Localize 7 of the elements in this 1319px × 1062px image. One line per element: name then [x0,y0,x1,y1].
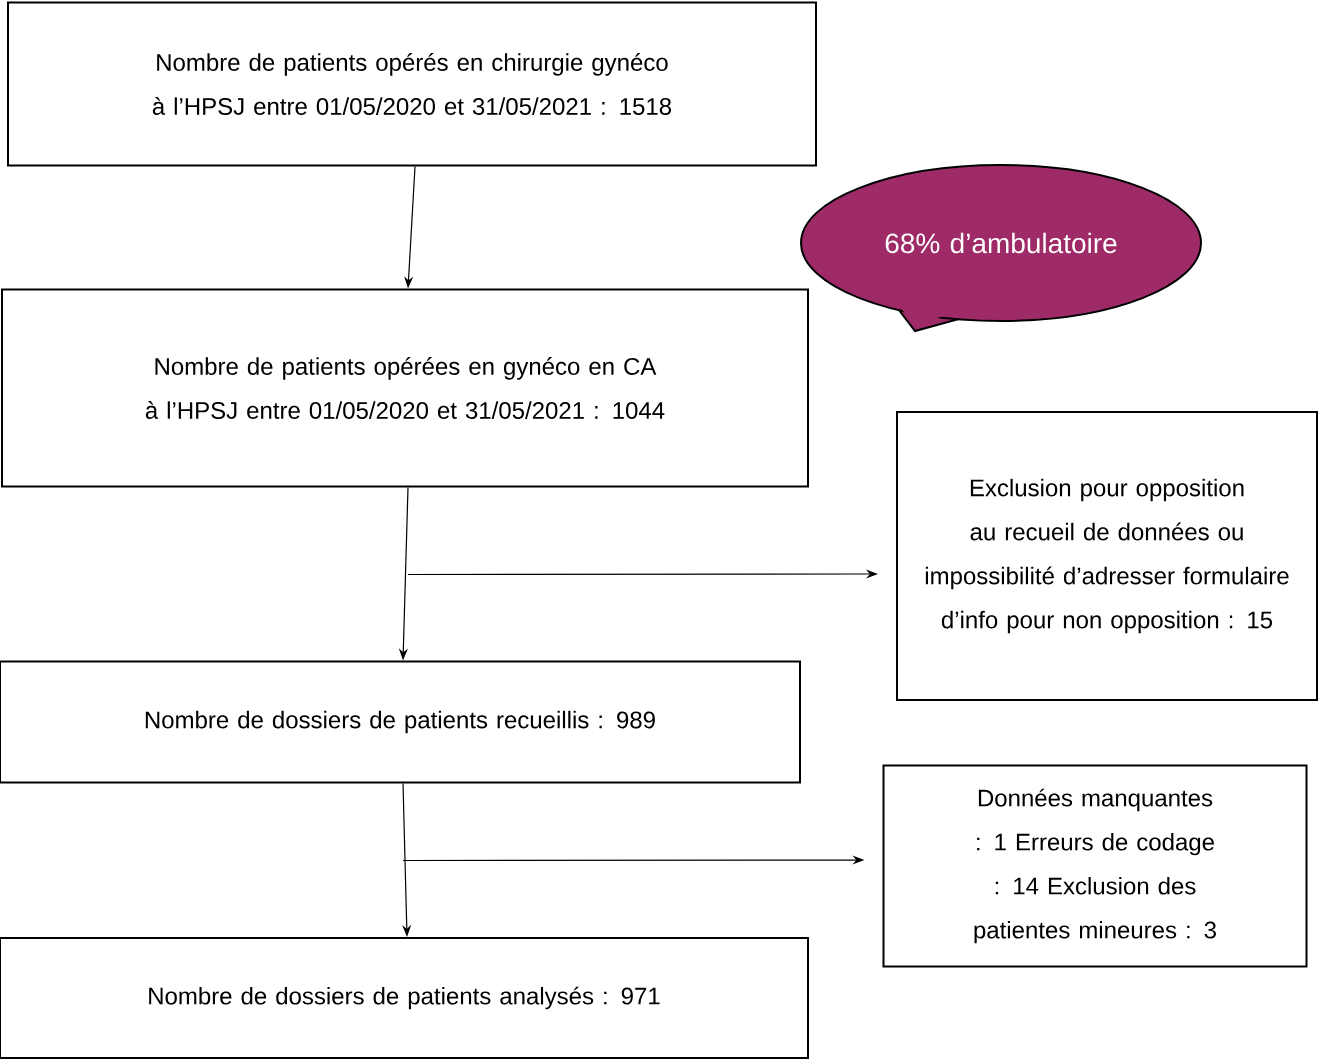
process-box: Nombre de dossiers de patients recueillis : 989 [0,660,801,784]
process-box: Données manquantes : 1 Erreurs de codage : 14 Exclusion des patientes mineures : 3 [882,764,1308,968]
process-box: Nombre de dossiers de patients analysés : 971 [0,937,809,1059]
process-box: Nombre de patients opérées en gynéco en CA à l’HPSJ entre 01/05/2020 et 31/05/2021 : 1044 [1,288,809,488]
speech-bubble: 68% d’ambulatoire [800,164,1202,333]
process-box: Exclusion pour opposition au recueil de données ou impossibilité d’adresser formulaire d’info pour non opposition : 15 [896,411,1318,701]
process-box: Nombre de patients opérés en chirurgie gynéco à l’HPSJ entre 01/05/2020 et 31/05/2021 : 1518 [7,1,817,167]
